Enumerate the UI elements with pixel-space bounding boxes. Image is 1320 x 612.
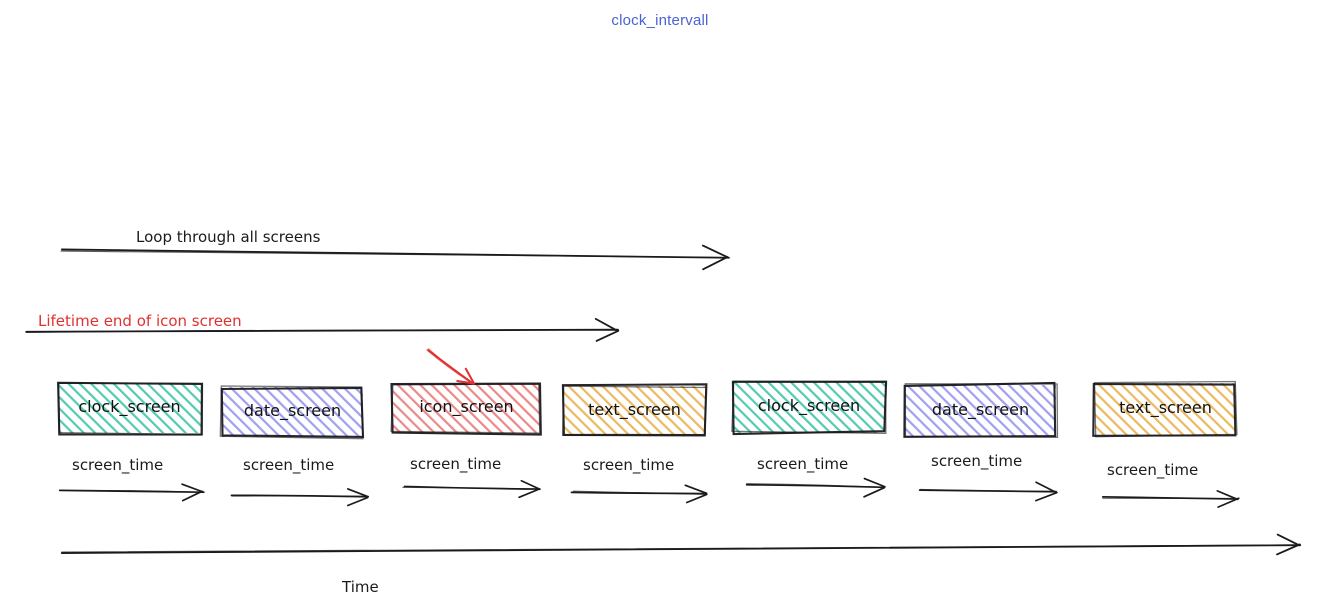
- arrow-head: [1276, 543, 1301, 556]
- arrow-shaft: [61, 544, 1301, 553]
- screen-box-label: icon_screen: [419, 397, 514, 416]
- screen-box-outline: [58, 382, 204, 436]
- arrow-head: [863, 477, 886, 488]
- arrow-head: [518, 488, 540, 499]
- screen-time-label: screen_time: [757, 455, 849, 473]
- screen-box-fill: [563, 386, 706, 436]
- arrow-head: [520, 479, 541, 491]
- arrow-head: [701, 244, 730, 259]
- time-axis-label: Time: [342, 578, 379, 596]
- screen-box-outline: [904, 383, 1059, 438]
- screen-box-fill: [905, 385, 1056, 437]
- screen-box-label: date_screen: [243, 401, 342, 420]
- arrow-head: [346, 488, 368, 498]
- screen-box-label: clock_screen: [78, 397, 181, 416]
- arrow-shaft: [746, 483, 885, 488]
- screen-box-clock-screen-4[interactable]: [731, 380, 888, 436]
- screen-box-date-screen-5[interactable]: [903, 381, 1059, 438]
- screen-time-label: screen_time: [243, 456, 335, 474]
- screen-box-clock-screen-0[interactable]: [57, 381, 204, 436]
- screen-box-date-screen-1[interactable]: [219, 385, 365, 440]
- time-axis-arrow: [60, 533, 1302, 556]
- arrow-head: [1035, 491, 1058, 502]
- arrow-head: [456, 379, 474, 385]
- arrow-shaft: [25, 329, 619, 334]
- screen-box-outline: [731, 380, 887, 435]
- screen-box-fill: [222, 387, 363, 437]
- screen-time-arrow-4: [745, 477, 886, 498]
- lifetime-annotation-label: Lifetime end of icon screen: [38, 312, 242, 330]
- screen-box-label: text_screen: [1119, 398, 1212, 417]
- arrow-head: [595, 329, 620, 342]
- screen-box-outline: [561, 385, 707, 437]
- arrow-shaft: [402, 486, 541, 490]
- arrow-shaft: [919, 488, 1057, 492]
- screen-time-label: screen_time: [931, 452, 1023, 470]
- screen-box-text-screen-6[interactable]: [1092, 380, 1238, 438]
- screen-time-arrow-2: [402, 479, 541, 499]
- screen-box-fill: [1095, 383, 1236, 435]
- lifetime-end-arrow: [25, 317, 620, 342]
- screen-time-label: screen_time: [410, 455, 502, 473]
- arrow-head: [1217, 497, 1240, 508]
- screen-time-arrow-0: [58, 483, 205, 502]
- arrow-shaft: [58, 489, 203, 493]
- screen-box-outline: [1093, 380, 1238, 438]
- arrow-shaft: [427, 348, 474, 385]
- screen-boxes-layer: [57, 380, 1238, 440]
- screen-time-label: screen_time: [72, 456, 164, 474]
- screen-box-fill: [393, 383, 540, 433]
- arrow-head: [1035, 481, 1057, 493]
- arrows-layer: [25, 244, 1302, 556]
- screen-time-label: screen_time: [583, 456, 675, 474]
- screen-time-label: screen_time: [1107, 461, 1199, 479]
- screen-box-fill: [733, 381, 885, 433]
- arrow-head: [1216, 490, 1239, 501]
- screen-box-icon-screen-2[interactable]: [390, 382, 542, 436]
- icon-screen-pointer-arrow: [426, 348, 475, 385]
- arrow-head: [684, 484, 708, 495]
- screen-box-fill: [58, 383, 201, 433]
- screen-box-outline: [219, 385, 364, 440]
- screen-box-label: date_screen: [931, 400, 1030, 419]
- loop-annotation-label: Loop through all screens: [136, 228, 321, 246]
- arrow-head: [685, 493, 708, 504]
- arrow-head: [181, 490, 203, 502]
- arrow-shaft: [572, 490, 707, 495]
- screen-box-label: clock_screen: [757, 396, 861, 415]
- screen-time-arrow-1: [230, 488, 370, 507]
- screen-time-arrow-3: [570, 484, 708, 504]
- screen-box-text-screen-3[interactable]: [561, 383, 708, 437]
- screen-box-outline: [1092, 382, 1237, 437]
- arrow-head: [464, 367, 475, 385]
- page-title: clock_intervall: [611, 12, 709, 29]
- loop-through-screens-arrow: [60, 244, 730, 271]
- arrow-head: [181, 483, 205, 494]
- screen-box-label: text_screen: [588, 400, 681, 419]
- screen-box-outline: [390, 383, 541, 434]
- arrow-head: [1276, 533, 1301, 547]
- screen-time-arrow-6: [1101, 490, 1240, 508]
- arrow-head: [863, 486, 886, 498]
- arrow-head: [346, 496, 369, 507]
- arrow-head: [594, 317, 619, 332]
- arrow-head: [702, 256, 729, 271]
- arrow-shaft: [60, 250, 729, 259]
- screen-time-arrow-5: [918, 481, 1058, 502]
